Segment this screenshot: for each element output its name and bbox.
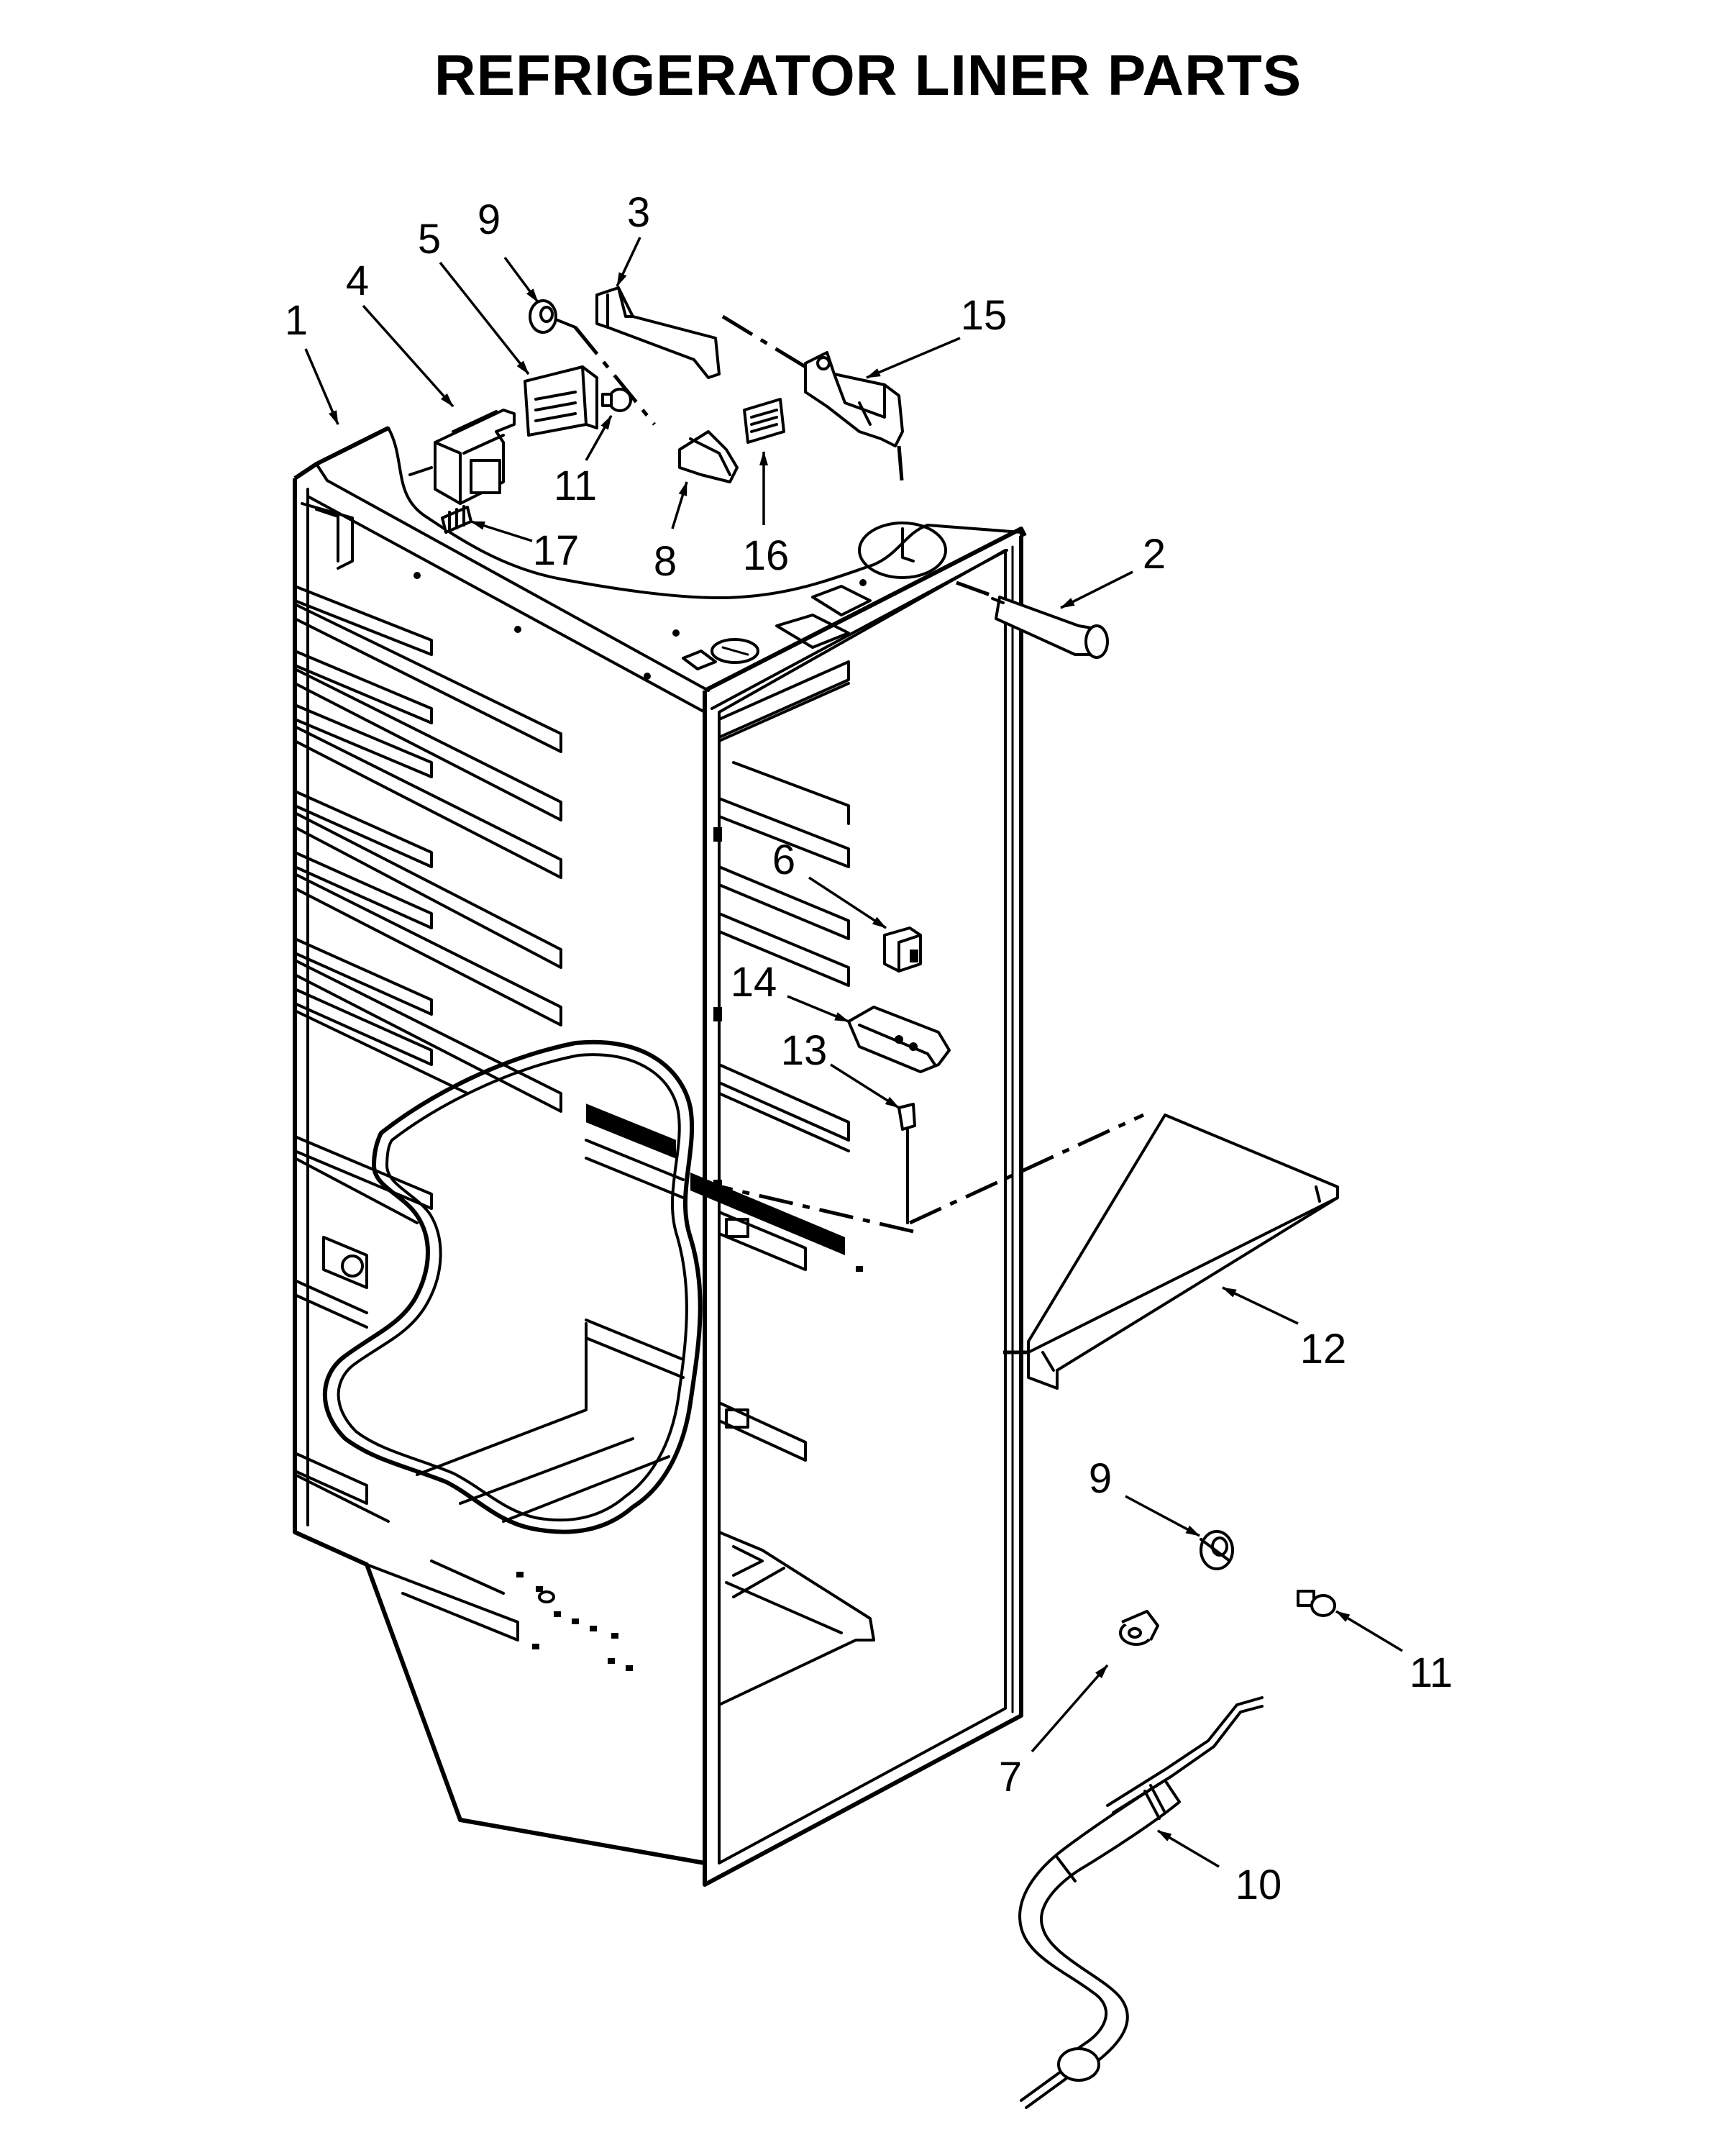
part-10-water-tube xyxy=(1018,1696,1264,2109)
callout-14: 14 xyxy=(731,959,777,1006)
diagram-title: REFRIGERATOR LINER PARTS xyxy=(434,43,1302,107)
callout-8: 8 xyxy=(654,538,677,585)
callout-11-top: 11 xyxy=(554,463,597,509)
part-4-control-housing xyxy=(408,409,516,505)
part-12-panel xyxy=(1003,1114,1339,1390)
part-7-grommet xyxy=(1119,1610,1159,1646)
callout-15: 15 xyxy=(961,292,1008,339)
part-3-bracket xyxy=(595,286,721,379)
crisper-rails xyxy=(690,1173,845,1462)
callout-7: 7 xyxy=(999,1754,1022,1800)
callout-10: 10 xyxy=(1235,1862,1282,1908)
part-16-grille xyxy=(743,398,785,444)
part-9-lamp-socket-top xyxy=(529,299,656,426)
callout-16: 16 xyxy=(743,532,790,579)
callout-6: 6 xyxy=(772,837,795,883)
callout-9-top: 9 xyxy=(478,196,501,243)
callout-4: 4 xyxy=(346,258,369,304)
part-11-bulb-top xyxy=(601,388,632,412)
part-6-switch xyxy=(883,926,922,973)
left-wall-rails xyxy=(293,585,562,1642)
part-15-bracket-assembly xyxy=(721,314,905,490)
callout-3: 3 xyxy=(627,189,650,236)
callout-13: 13 xyxy=(781,1027,828,1074)
part-13-thermistor xyxy=(690,1103,1145,1234)
leader-lines xyxy=(304,237,1403,1868)
callout-17: 17 xyxy=(533,527,580,574)
part-2-water-filter xyxy=(956,580,1109,659)
part-5-control-module xyxy=(524,365,598,437)
callout-labels: 1 4 5 9 3 15 11 17 8 16 2 6 14 13 12 9 1… xyxy=(285,189,1453,1908)
callout-9-bottom: 9 xyxy=(1089,1455,1112,1502)
callout-11-bottom: 11 xyxy=(1410,1649,1453,1696)
part-9-lamp-socket-bottom xyxy=(1200,1530,1234,1570)
mounting-holes xyxy=(516,1266,863,1671)
callout-5: 5 xyxy=(418,216,441,263)
refrigerator-liner xyxy=(293,426,1027,1887)
part-17-clip xyxy=(441,505,472,534)
callout-2: 2 xyxy=(1143,531,1166,578)
callout-1: 1 xyxy=(285,297,308,344)
right-wall-rails xyxy=(713,660,850,1194)
part-11-bulb-bottom xyxy=(1297,1590,1336,1617)
part-14-light-housing xyxy=(847,1006,951,1073)
callout-12: 12 xyxy=(1300,1326,1347,1372)
liner-cutaway xyxy=(322,1039,703,1534)
part-8-light-shield xyxy=(678,430,739,483)
